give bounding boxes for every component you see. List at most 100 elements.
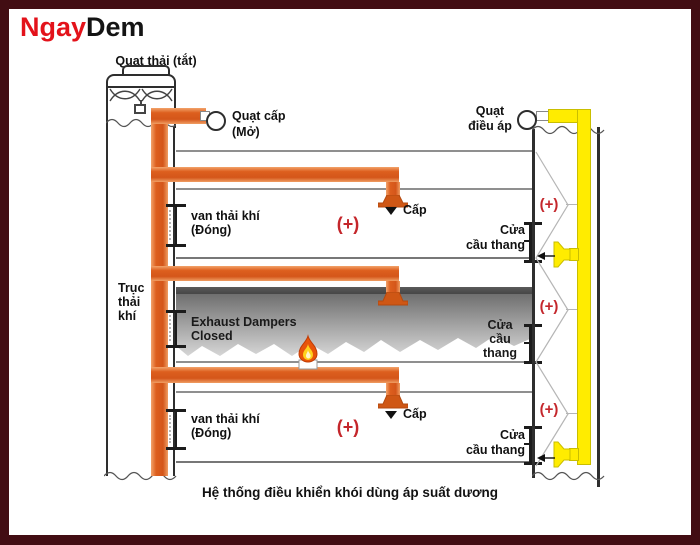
supply-air-arrow-2: [385, 411, 397, 419]
stair-door-label-1-line2: cầu thang: [465, 238, 525, 252]
logo: NgayDem: [20, 12, 145, 43]
smoke-layer: [176, 294, 532, 356]
exhaust-damper-2-bar: [174, 310, 177, 348]
exhaust-valve-label-1: van thải khí (Đóng): [191, 209, 260, 237]
stair-door-label-3-line1: Cửa: [499, 428, 525, 442]
supply-fan-label-line1: Quạt cấp: [232, 109, 286, 123]
stair-door-2-bar: [529, 324, 534, 364]
supply-duct-riser: [151, 108, 168, 476]
supply-branch-1-elbow: [386, 182, 400, 196]
floor-line-fire-floor: [176, 361, 532, 363]
fire-icon: [298, 334, 318, 370]
supply-diffuser-3: [378, 395, 408, 409]
stair-door-label-3: Cửa cầu thang: [445, 428, 525, 458]
supply-air-arrow-1: [385, 207, 397, 215]
stair-connector-2: [566, 309, 578, 310]
floor-line-roof: [176, 150, 532, 152]
frame-border-right: [691, 0, 700, 545]
stair-connector-1: [566, 204, 578, 205]
frame-border-left: [0, 0, 9, 545]
pressure-sign-stair-1: (+): [539, 196, 559, 213]
supply-fan-label: Quạt cấp (Mở): [232, 108, 286, 140]
fan-blades-icon: [109, 88, 173, 102]
exhaust-damper-1-bar: [174, 204, 177, 247]
stair-connector-3: [566, 413, 578, 414]
exhaust-valve-label-2-line2: (Đóng): [191, 426, 232, 440]
exhaust-damper-1-dots: [169, 210, 171, 240]
stairwell-left-wall: [532, 129, 535, 478]
supply-diffuser-1: [378, 195, 408, 208]
fan-pendant-line: [140, 100, 142, 105]
supply-duct-top-run: [151, 108, 206, 124]
supply-branch-2-elbow: [386, 281, 400, 293]
pressure-sign-stair-3: (+): [539, 401, 559, 418]
fan-pendant-box: [134, 104, 146, 114]
stair-door-label-3-line2: cầu thang: [465, 443, 525, 457]
pressurization-fan-icon: [517, 110, 537, 130]
frame-border-bottom: [0, 535, 700, 545]
supply-outlet-label-2: Cấp: [403, 407, 427, 421]
stair-door-2-tick: [524, 342, 529, 344]
floor-line-1-floor: [176, 257, 532, 259]
stairwell-break-line-bottom: [532, 471, 605, 481]
floor-line-3-ceiling: [176, 391, 532, 393]
exhaust-damper-2-dots: [169, 315, 171, 341]
logo-black-part: Dem: [86, 12, 145, 42]
pressurization-fan-label-line1: Quạt: [475, 104, 505, 118]
stair-door-3-tick: [524, 443, 529, 445]
exhaust-fan-label: Quạt thải (tắt): [115, 54, 197, 68]
pressure-sign-room-1: (+): [336, 214, 360, 234]
stair-door-label-2-line3: thang: [482, 346, 518, 360]
exhaust-dampers-line1: Exhaust Dampers: [191, 315, 297, 329]
shaft-label-line3: khí: [118, 309, 137, 323]
stairwell-break-line-top: [532, 125, 605, 135]
exhaust-valve-label-2: van thải khí (Đóng): [191, 412, 260, 440]
stair-door-label-2-line1: Cửa: [487, 318, 513, 332]
shaft-right-wall: [173, 126, 175, 476]
supply-fan-label-line2: (Mở): [232, 125, 260, 139]
shaft-left-wall: [106, 126, 108, 476]
supply-fan-icon: [206, 111, 226, 131]
shaft-label-line2: thải: [118, 295, 141, 309]
exhaust-valve-label-1-line2: (Đóng): [191, 223, 232, 237]
airflow-arrow-door-3: [537, 454, 555, 462]
exhaust-dampers-closed-label: Exhaust Dampers Closed: [191, 315, 297, 343]
supply-branch-3-elbow: [386, 383, 400, 396]
pressurization-diffuser-2: [553, 441, 571, 468]
shaft-label: Trục thải khí: [118, 281, 144, 323]
stair-door-label-1-line1: Cửa: [499, 223, 525, 237]
pressurization-fan-label: Quạt điều áp: [458, 104, 522, 134]
pressurization-branch-1: [569, 248, 579, 261]
logo-red-part: Ngay: [20, 12, 87, 42]
shaft-break-line-bottom: [104, 471, 177, 481]
stair-door-1-bar: [529, 222, 534, 263]
supply-branch-1: [151, 167, 399, 182]
fire-floor-slab: [176, 287, 532, 294]
pressurization-diffuser-1: [553, 241, 571, 268]
exhaust-dampers-line2: Closed: [191, 329, 233, 343]
stair-door-1-tick: [524, 240, 529, 242]
stair-door-label-2-line2: cầu: [489, 332, 511, 346]
stair-door-label-2: Cửa cầu thang: [476, 318, 524, 360]
supply-branch-3: [151, 367, 399, 383]
supply-diffuser-2: [378, 292, 408, 306]
fan-housing-divider: [108, 86, 174, 88]
pressure-sign-stair-2: (+): [539, 298, 559, 315]
supply-branch-2: [151, 266, 399, 281]
exhaust-valve-label-1-line1: van thải khí: [191, 209, 260, 223]
frame-border-top: [0, 0, 700, 9]
exhaust-damper-3-bar: [174, 409, 177, 450]
supply-outlet-label-1: Cấp: [403, 203, 427, 217]
stair-zigzag: [535, 151, 569, 467]
floor-line-3-floor: [176, 461, 532, 463]
pressurization-duct-riser: [577, 109, 591, 465]
stair-door-3-bar: [529, 426, 534, 465]
stairwell-right-wall: [597, 127, 600, 487]
pressurization-branch-2: [569, 448, 579, 461]
pressurization-fan-label-line2: điều áp: [468, 119, 512, 133]
pressure-sign-room-2: (+): [336, 417, 360, 437]
diagram-caption: Hệ thống điều khiển khói dùng áp suất dư…: [201, 485, 499, 500]
shaft-label-line1: Trục: [118, 281, 145, 295]
exhaust-damper-3-dots: [169, 415, 171, 443]
